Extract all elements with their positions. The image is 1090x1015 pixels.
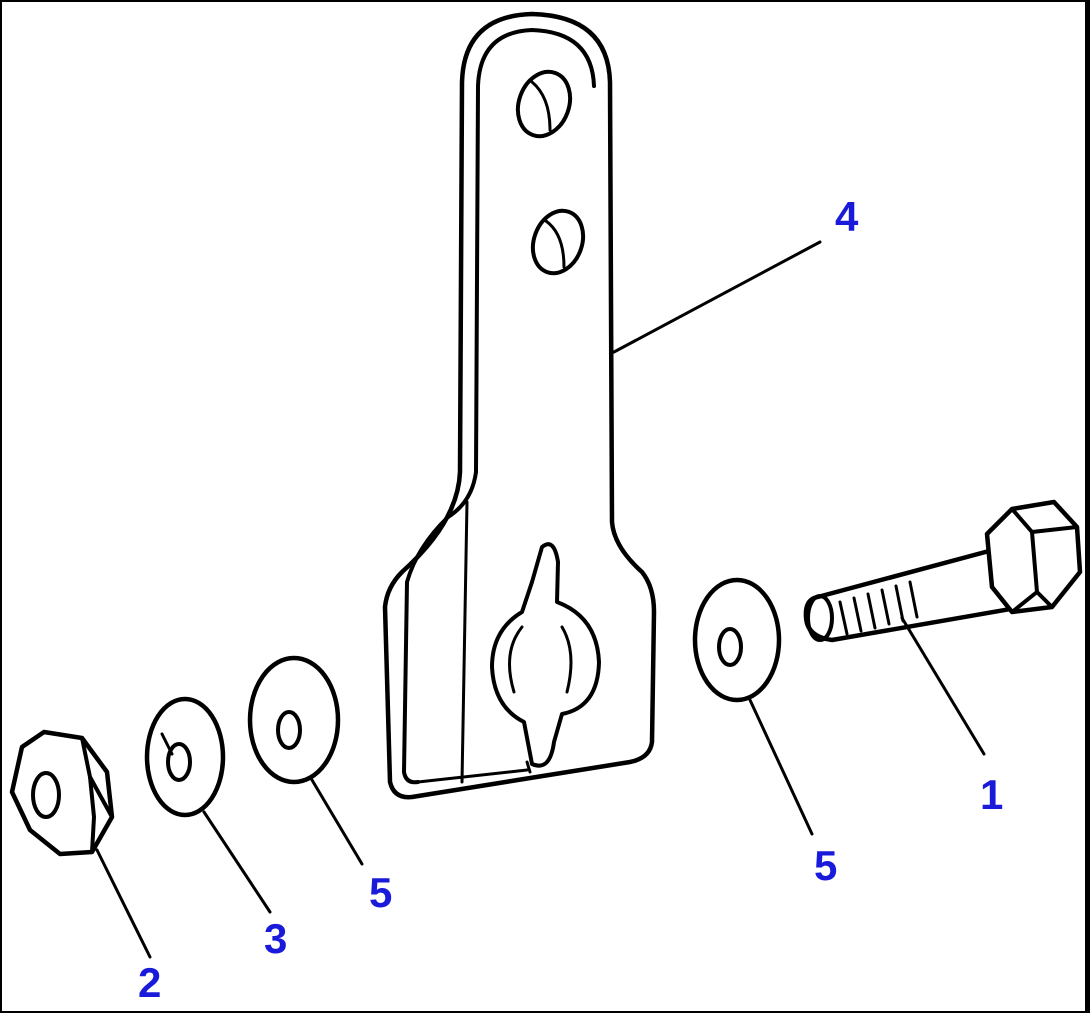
- lock-washer: [144, 696, 226, 818]
- washer-left: [247, 655, 341, 785]
- leader-5-left: [310, 778, 364, 866]
- leader-3: [202, 810, 272, 914]
- leader-1: [900, 616, 986, 756]
- leader-4: [612, 240, 822, 354]
- callout-4: 4: [835, 193, 859, 240]
- callout-1: 1: [980, 771, 1004, 818]
- leader-2: [95, 848, 152, 959]
- callout-5-left: 5: [369, 869, 393, 916]
- washer-right: [692, 577, 782, 703]
- callout-3: 3: [264, 915, 288, 962]
- hex-nut: [9, 729, 115, 857]
- leader-5-right: [748, 698, 814, 836]
- leader-lines: [95, 240, 986, 959]
- callout-2: 2: [138, 959, 162, 1006]
- lever-arm: [382, 11, 657, 800]
- hex-bolt: [803, 499, 1083, 643]
- callout-5-right: 5: [814, 842, 838, 889]
